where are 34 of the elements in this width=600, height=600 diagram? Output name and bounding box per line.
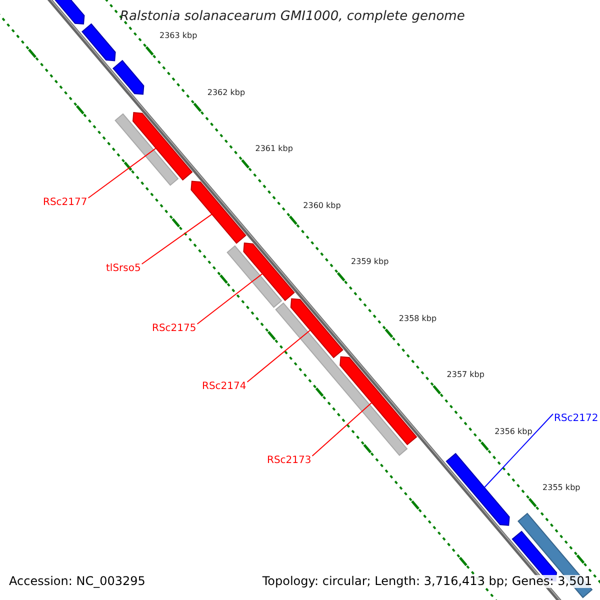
- scale-label: 2358 kbp: [398, 314, 437, 324]
- gene-feature: [243, 242, 295, 302]
- scale-label: 2362 kbp: [207, 88, 246, 98]
- gene-feature: [446, 452, 510, 526]
- feature-bar: [226, 245, 282, 308]
- gene-label: RSc2174: [202, 381, 246, 392]
- scale-label: 2355 kbp: [542, 484, 580, 493]
- gene-feature: [190, 180, 246, 244]
- leader-line: [196, 273, 263, 324]
- gene-label: tlSrso5: [106, 263, 141, 274]
- gene-feature: [340, 356, 418, 446]
- scale-label: 2363 kbp: [160, 32, 198, 42]
- scale-label: 2356 kbp: [494, 428, 532, 436]
- leader-line: [141, 214, 212, 264]
- footer-text: Topology: circular; Length: 3,716,413 bp; Genes: 3,501: [262, 575, 592, 588]
- gene-feature: [112, 60, 144, 95]
- scale-label: 2359 kbp: [351, 258, 389, 268]
- gene-feature: [290, 298, 344, 358]
- scale-label: 2357 kbp: [446, 371, 484, 380]
- gene-label: RSc2175: [152, 323, 196, 334]
- leader-line: [484, 414, 554, 488]
- gene-label: RSc2172: [554, 413, 598, 424]
- title: Ralstonia solanacearum GMI1000, complete genome: [120, 10, 465, 24]
- leader-line: [246, 330, 311, 382]
- scale-label: 2361 kbp: [255, 145, 293, 154]
- scale-label: 2360 kbp: [303, 202, 341, 211]
- gene-feature: [82, 23, 116, 62]
- leader-line: [88, 148, 156, 198]
- feature-bar: [114, 113, 179, 186]
- gene-label: RSc2173: [267, 455, 312, 466]
- footer-text: Accession: NC_003295: [9, 575, 146, 588]
- leader-line: [312, 402, 372, 456]
- gene-label: RSc2177: [43, 197, 88, 208]
- gene-feature: [132, 112, 193, 181]
